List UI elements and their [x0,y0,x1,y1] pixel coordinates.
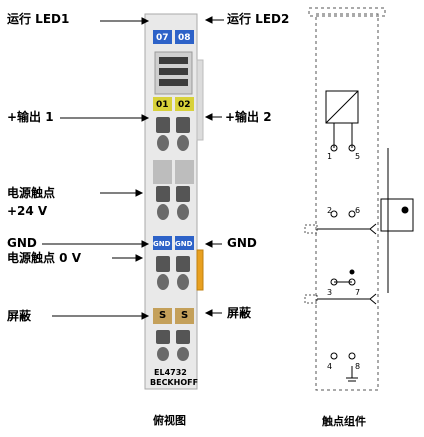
label-out1: +输出 1 [7,110,54,124]
shield-block-left [153,308,172,324]
terminal-notch [196,59,204,141]
label-shield-right: 屏蔽 [227,306,252,320]
led-block-08 [175,30,194,44]
pin-3: 3 [327,288,333,297]
led-label-08: 08 [178,33,191,43]
pin-2: 2 [327,206,333,215]
out-block-01 [153,97,172,111]
pin-1: 1 [327,152,333,161]
label-out2: +输出 2 [225,110,272,124]
pin-8: 8 [355,362,361,371]
shield-block-right [175,308,194,324]
caption-top-view: 俯视图 [153,414,186,427]
brand-text: BECKHOFF [150,378,199,387]
right-arrows [204,16,224,317]
label-power-contact: 电源触点 [7,186,56,200]
out-label-01: 01 [156,100,169,110]
led-label-07: 07 [156,33,169,43]
shield-label-right: S [181,310,189,321]
terminal-notch [196,249,204,291]
gnd-label-right: GND [175,240,193,248]
pin-6: 6 [355,206,361,215]
led-block-07 [153,30,172,44]
out-block-02 [175,97,194,111]
label-run-led1: 运行 LED1 [7,12,70,26]
gnd-block-left [153,236,172,250]
gnd-block-right [175,236,194,250]
label-power-0v: 电源触点 0 V [7,251,81,265]
label-run-led2: 运行 LED2 [227,12,290,26]
label-shield-left: 屏蔽 [7,309,32,323]
gnd-label-left: GND [153,240,171,248]
label-gnd-left: GND [7,236,37,250]
pin-7: 7 [355,288,361,297]
caption-contact-assembly: 触点组件 [322,415,366,428]
pin-4: 4 [327,362,333,371]
label-gnd-right: GND [227,236,257,250]
left-arrows [42,17,150,320]
pin-5: 5 [355,152,361,161]
out-label-02: 02 [178,100,191,110]
model-text: EL4732 [154,368,187,377]
label-power-24v: +24 V [7,204,48,218]
shield-label-left: S [159,310,167,321]
schematic [304,7,414,391]
